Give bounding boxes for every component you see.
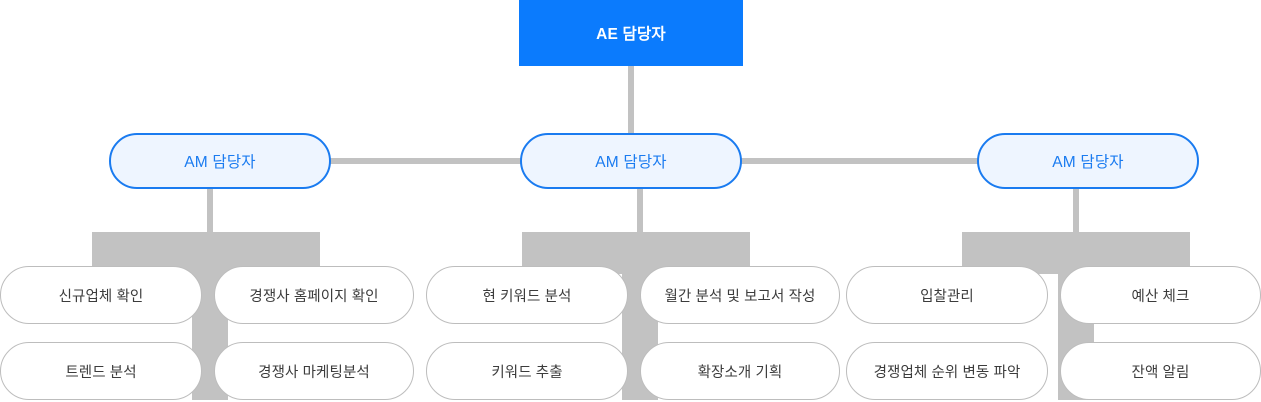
task-node[interactable]: 현 키워드 분석 <box>426 266 628 324</box>
node-ae-manager[interactable]: AE 담당자 <box>519 0 743 66</box>
node-am-manager-right[interactable]: AM 담당자 <box>977 133 1199 189</box>
task-node[interactable]: 월간 분석 및 보고서 작성 <box>640 266 840 324</box>
task-node[interactable]: 입찰관리 <box>846 266 1048 324</box>
task-node[interactable]: 경쟁사 홈페이지 확인 <box>214 266 414 324</box>
node-am-manager-left[interactable]: AM 담당자 <box>109 133 331 189</box>
task-node[interactable]: 경쟁업체 순위 변동 파악 <box>846 342 1048 400</box>
connector-manager-mid-to-right <box>738 158 982 164</box>
connector-manager-left-drop <box>207 186 213 236</box>
task-node[interactable]: 트렌드 분석 <box>0 342 202 400</box>
task-node[interactable]: 신규업체 확인 <box>0 266 202 324</box>
node-am-manager-mid[interactable]: AM 담당자 <box>520 133 742 189</box>
connector-manager-right-drop <box>1073 186 1079 236</box>
task-node[interactable]: 경쟁사 마케팅분석 <box>214 342 414 400</box>
connector-root-to-manager-mid <box>628 62 634 137</box>
task-node[interactable]: 예산 체크 <box>1060 266 1261 324</box>
task-node[interactable]: 잔액 알림 <box>1060 342 1261 400</box>
connector-manager-left-to-mid <box>325 158 525 164</box>
task-node[interactable]: 확장소개 기획 <box>640 342 840 400</box>
task-node[interactable]: 키워드 추출 <box>426 342 628 400</box>
connector-manager-mid-drop <box>637 186 643 236</box>
